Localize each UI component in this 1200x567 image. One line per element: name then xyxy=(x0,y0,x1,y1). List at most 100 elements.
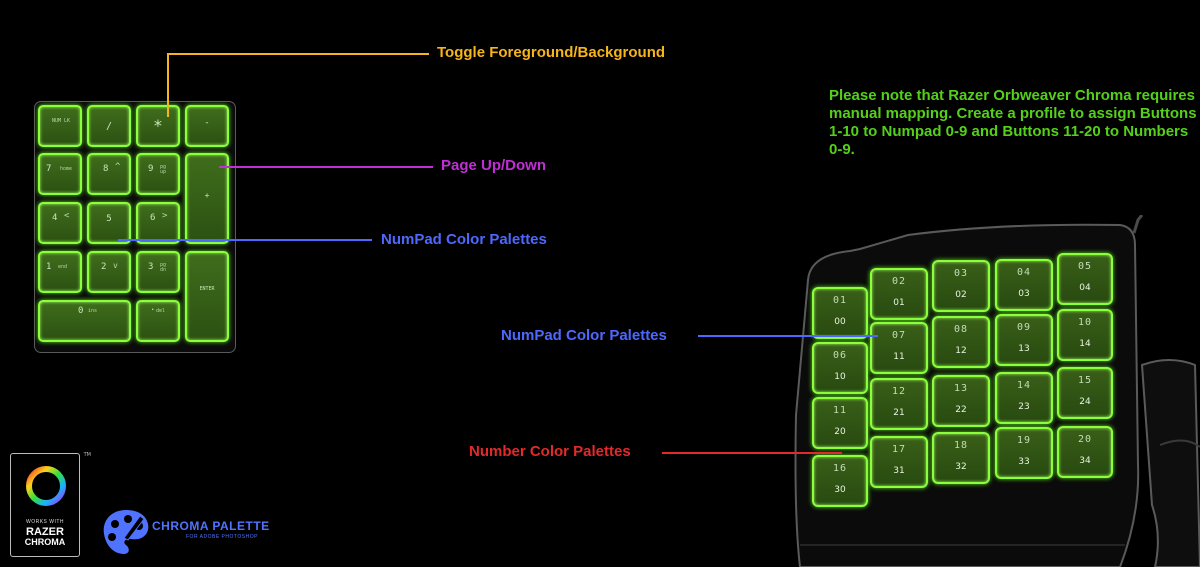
orbweaver-key-button-number: 07 xyxy=(891,330,907,341)
orbweaver-key-12[interactable]: 12 21 xyxy=(870,378,928,430)
brand-subtitle: FOR ADOBE PHOTOSHOP xyxy=(186,534,258,540)
page-updown-connector xyxy=(219,166,433,168)
orbweaver-key-palette-number: 20 xyxy=(834,427,846,437)
numpad-key-slash[interactable]: / xyxy=(87,105,131,147)
orbweaver-key-03[interactable]: 03 02 xyxy=(932,260,990,312)
orbweaver-key-palette-number: 03 xyxy=(1018,289,1030,299)
orbweaver-key-palette-number: 00 xyxy=(834,317,846,327)
numpad-key-4[interactable]: 4 < xyxy=(38,202,82,244)
orbweaver-key-palette-number: 01 xyxy=(893,298,905,308)
orbweaver-key-palette-number: 21 xyxy=(893,408,905,418)
numpad-key-dot[interactable]: . del xyxy=(136,300,180,342)
orbweaver-key-palette-number: 31 xyxy=(893,466,905,476)
numpad-key-7[interactable]: 7 home xyxy=(38,153,82,195)
orbweaver-key-palette-number: 34 xyxy=(1079,456,1091,466)
numpad-key-plus[interactable]: + xyxy=(185,153,229,244)
orbweaver-key-14[interactable]: 14 23 xyxy=(995,372,1053,424)
number-palettes-connector xyxy=(662,452,842,454)
chroma-ring-icon xyxy=(26,466,66,506)
orbweaver-key-palette-number: 13 xyxy=(1018,344,1030,354)
numpad-key-label: NUM LK xyxy=(52,118,71,124)
numpad-key-sublabel: pg up xyxy=(160,164,167,175)
toggle-foreground-background-label: Toggle Foreground/Background xyxy=(437,44,666,61)
orbweaver-key-palette-number: 23 xyxy=(1018,402,1030,412)
orbweaver-key-button-number: 08 xyxy=(953,324,969,335)
numpad-key-label: 8 xyxy=(103,164,109,174)
numpad-key-2[interactable]: 2 v xyxy=(87,251,131,293)
numpad-key-label: ENTER xyxy=(199,286,215,292)
numpad-palettes-label-right: NumPad Color Palettes xyxy=(501,327,667,344)
numpad-key-label: 9 xyxy=(148,164,154,174)
numpad-key-label: - xyxy=(204,118,210,128)
orbweaver-key-11[interactable]: 11 20 xyxy=(812,397,868,449)
numpad-key-sublabel: del xyxy=(156,308,166,314)
orbweaver-key-button-number: 10 xyxy=(1077,317,1093,328)
orbweaver-key-07[interactable]: 07 11 xyxy=(870,322,928,374)
orbweaver-key-palette-number: 02 xyxy=(955,290,967,300)
orbweaver-key-button-number: 06 xyxy=(832,350,848,361)
orbweaver-key-button-number: 03 xyxy=(953,268,969,279)
orbweaver-key-button-number: 15 xyxy=(1077,375,1093,386)
orbweaver-key-palette-number: 11 xyxy=(893,352,905,362)
numpad-key-label: + xyxy=(204,191,210,200)
numpad-key-sublabel: end xyxy=(58,264,68,270)
number-palettes-label: Number Color Palettes xyxy=(469,443,631,460)
numpad-palettes-label-left: NumPad Color Palettes xyxy=(381,231,547,248)
numpad-key-0[interactable]: 0 ins xyxy=(38,300,131,342)
orbweaver-key-button-number: 12 xyxy=(891,386,907,397)
orbweaver-key-button-number: 14 xyxy=(1016,380,1032,391)
numpad-key-5[interactable]: 5 xyxy=(87,202,131,244)
numpad-key-label: 5 xyxy=(106,214,112,224)
numpad-key-label: 3 xyxy=(148,262,154,272)
orbweaver-key-04[interactable]: 04 03 xyxy=(995,259,1053,311)
orbweaver-key-06[interactable]: 06 10 xyxy=(812,342,868,394)
numpad-key-1[interactable]: 1 end xyxy=(38,251,82,293)
page-updown-label: Page Up/Down xyxy=(441,157,547,174)
orbweaver-key-palette-number: 30 xyxy=(834,485,846,495)
numpad-key-asterisk[interactable]: * xyxy=(136,105,180,147)
numpad-key-9[interactable]: 9 pg up xyxy=(136,153,180,195)
orbweaver-key-palette-number: 33 xyxy=(1018,457,1030,467)
orbweaver-key-palette-number: 10 xyxy=(834,372,846,382)
numpad-key-sublabel: v xyxy=(113,261,118,270)
orbweaver-key-button-number: 11 xyxy=(832,405,848,416)
mapping-note: Please note that Razer Orbweaver Chroma … xyxy=(829,87,1197,158)
numpad-key-sublabel: ins xyxy=(88,308,98,314)
toggle-connector-vertical xyxy=(167,53,169,117)
numpad-key-numlock[interactable]: NUM LK xyxy=(38,105,82,147)
numpad-key-sublabel: < xyxy=(64,211,70,221)
numpad-key-label: 0 xyxy=(78,306,84,316)
orbweaver-key-button-number: 09 xyxy=(1016,322,1032,333)
numpad-key-3[interactable]: 3 pg dn xyxy=(136,251,180,293)
numpad-key-sublabel: ^ xyxy=(115,162,121,172)
orbweaver-key-09[interactable]: 09 13 xyxy=(995,314,1053,366)
orbweaver-key-button-number: 20 xyxy=(1077,434,1093,445)
numpad-key-label: 4 xyxy=(52,213,58,223)
numpad-key-enter[interactable]: ENTER xyxy=(185,251,229,342)
numpad-key-8[interactable]: 8 ^ xyxy=(87,153,131,195)
works-with-razer-chroma-badge: TM WORKS WITH RAZER CHROMA xyxy=(10,452,91,557)
numpad-key-label: 1 xyxy=(46,262,52,272)
numpad: NUM LK / * - 7 home 8 ^ 9 pg up + 4 < 5 … xyxy=(34,101,236,353)
numpad-key-6[interactable]: 6 > xyxy=(136,202,180,244)
badge-line-works-with: WORKS WITH xyxy=(25,519,65,525)
orbweaver-key-button-number: 17 xyxy=(891,444,907,455)
orbweaver-key-button-number: 05 xyxy=(1077,261,1093,272)
orbweaver-key-button-number: 04 xyxy=(1016,267,1032,278)
orbweaver-key-palette-number: 32 xyxy=(955,462,967,472)
orbweaver-key-button-number: 13 xyxy=(953,383,969,394)
numpad-key-minus[interactable]: - xyxy=(185,105,229,147)
